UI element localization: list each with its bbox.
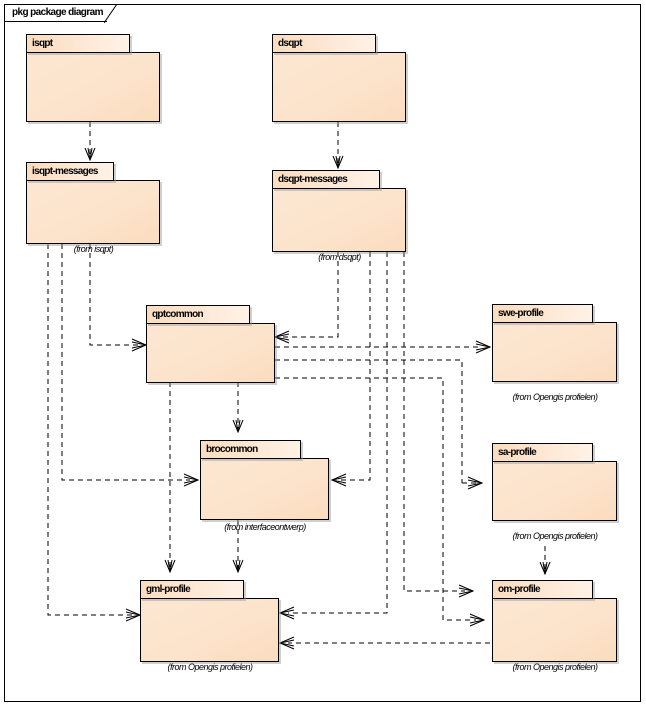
diagram-frame-tab: pkg package diagram (4, 4, 107, 22)
package-brocommon-name: brocommon (206, 443, 258, 455)
package-isqpt-name: isqpt (32, 37, 53, 49)
package-dsqpt-header: dsqpt (272, 34, 376, 53)
package-dsqpt-messages[interactable]: dsqpt-messages (272, 170, 407, 252)
package-sa-profile-name: sa-profile (498, 446, 537, 458)
package-swe-profile-name: swe-profile (498, 307, 544, 319)
package-qptcommon-header: qptcommon (146, 305, 250, 324)
package-brocommon-header: brocommon (200, 440, 301, 459)
package-sa-profile-header: sa-profile (492, 443, 593, 462)
package-isqpt-messages-header: isqpt-messages (26, 162, 114, 181)
package-om-profile[interactable]: om-profile (492, 580, 618, 662)
package-swe-profile[interactable]: swe-profile (492, 304, 618, 382)
package-gml-profile[interactable]: gml-profile (140, 580, 280, 662)
package-om-profile-header: om-profile (492, 580, 593, 599)
package-isqpt-body (26, 52, 160, 122)
package-gml-profile-body (140, 598, 279, 662)
package-om-profile-from: (from Opengis profielen) (512, 662, 598, 672)
package-gml-profile-header: gml-profile (140, 580, 244, 599)
package-gml-profile-from: (from Opengis profielen) (167, 662, 253, 672)
package-isqpt-messages-from: (from isqpt) (73, 244, 114, 254)
package-gml-profile-name: gml-profile (146, 583, 191, 595)
package-qptcommon-body (146, 323, 275, 383)
package-isqpt-messages-body (26, 180, 160, 244)
diagram-frame-tab-corner (104, 4, 118, 23)
diagram-frame-label: pkg package diagram (12, 7, 103, 18)
package-swe-profile-from: (from Opengis profielen) (512, 392, 598, 402)
package-dsqpt-messages-body (272, 188, 406, 252)
package-dsqpt-messages-header: dsqpt-messages (272, 170, 380, 189)
package-sa-profile[interactable]: sa-profile (492, 443, 618, 521)
package-swe-profile-body (492, 322, 617, 382)
package-om-profile-body (492, 598, 617, 662)
package-sa-profile-from: (from Opengis profielen) (512, 531, 598, 541)
package-isqpt[interactable]: isqpt (26, 34, 161, 122)
package-brocommon-body (200, 458, 329, 520)
package-qptcommon[interactable]: qptcommon (146, 305, 276, 383)
package-dsqpt[interactable]: dsqpt (272, 34, 407, 122)
package-brocommon-from: (from interfaceontwerp) (224, 522, 306, 532)
package-sa-profile-body (492, 461, 617, 521)
package-dsqpt-messages-from: (from dsqpt) (318, 252, 361, 262)
package-isqpt-header: isqpt (26, 34, 130, 53)
package-isqpt-messages[interactable]: isqpt-messages (26, 162, 161, 244)
package-dsqpt-messages-name: dsqpt-messages (278, 173, 348, 185)
package-dsqpt-body (272, 52, 406, 122)
package-brocommon[interactable]: brocommon (200, 440, 330, 520)
package-qptcommon-name: qptcommon (152, 308, 204, 320)
package-isqpt-messages-name: isqpt-messages (32, 165, 98, 177)
package-dsqpt-name: dsqpt (278, 37, 302, 49)
package-swe-profile-header: swe-profile (492, 304, 593, 323)
package-om-profile-name: om-profile (498, 583, 541, 595)
